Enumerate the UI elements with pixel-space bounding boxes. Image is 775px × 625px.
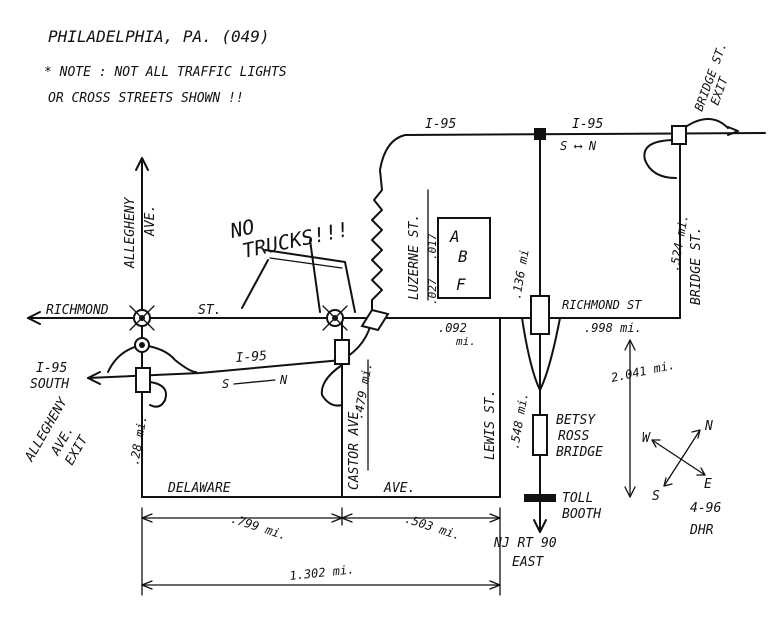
betsy-ross-label-line-2: ROSS <box>558 429 589 444</box>
compass-west: W <box>642 431 651 446</box>
note-line-2: OR CROSS STREETS SHOWN !! <box>48 91 244 106</box>
richmond-street-st-label: ST. <box>198 303 221 318</box>
overpass-marker <box>135 367 151 393</box>
delaware-avenue-ave-label: AVE. <box>383 481 415 496</box>
bridge-st-ramp-loop <box>643 139 677 179</box>
i95-label-top-left: I-95 <box>425 117 456 132</box>
allegheny-exit-loop <box>149 381 167 408</box>
overpass-marker <box>334 339 350 365</box>
distance-092: .092 <box>438 321 467 335</box>
i95-top-road <box>371 132 766 319</box>
compass-south: S <box>652 489 660 504</box>
exit-legend-box <box>437 217 491 299</box>
traffic-light-icon <box>322 305 348 331</box>
distance-524: .524 mi. <box>667 213 691 272</box>
castor-avenue-label: CASTOR AVE. <box>347 404 362 490</box>
bridge-ramp-curves <box>521 317 561 391</box>
map-author: DHR <box>689 523 714 538</box>
allegheny-avenue-label-ave: AVE. <box>143 205 158 237</box>
distance-027: .027 <box>426 278 439 305</box>
distance-479: .479 mi. <box>351 361 375 420</box>
distance-136: .136 mi <box>509 248 532 300</box>
direction-south-label: S <box>222 377 229 391</box>
bridge-street-label: BRIDGE ST. <box>689 227 704 305</box>
map-title: PHILADELPHIA, PA. (049) <box>48 27 270 46</box>
legend-letter-f: F <box>456 275 466 294</box>
distance-2041: 2.041 mi. <box>610 358 677 385</box>
legend-letter-a: A <box>449 227 460 246</box>
toll-booth-label-line-2: BOOTH <box>562 507 601 522</box>
interchange-marker <box>534 128 546 140</box>
castor-ramp-loop <box>320 364 343 407</box>
total-dimension-arrows <box>141 580 501 590</box>
bridge-dimension-arrows <box>624 339 636 498</box>
bridge-exit-arrow <box>727 126 739 136</box>
luzerne-street-label: LUZERNE ST. <box>407 214 422 300</box>
no-trucks-line-1: NO <box>227 214 257 243</box>
allegheny-north-arrow <box>135 157 149 171</box>
overpass-marker <box>360 308 390 332</box>
i95-south-label-line-2: SOUTH <box>30 377 69 392</box>
i95-label-lower: I-95 <box>235 349 267 366</box>
betsy-ross-label-line-3: BRIDGE <box>556 445 603 460</box>
distance-092-unit: mi. <box>455 335 476 348</box>
distance-017: .017 <box>426 233 439 260</box>
delaware-avenue-label: DELAWARE <box>167 481 231 496</box>
allegheny-ramp-arc <box>141 344 197 373</box>
no-trucks-line-2: TRUCKS!!! <box>240 217 351 263</box>
overpass-marker <box>671 125 687 145</box>
distance-998: .998 mi. <box>584 321 642 335</box>
compass-rose-icon <box>651 429 706 487</box>
betsy-ross-label-line-1: BETSY <box>556 413 596 428</box>
i95-south-label-line-1: I-95 <box>36 361 67 376</box>
note-line-1: * NOTE : NOT ALL TRAFFIC LIGHTS <box>44 65 287 80</box>
map-date: 4-96 <box>690 501 721 516</box>
betsy-ross-bridge-marker <box>532 414 548 456</box>
compass-north: N <box>704 419 713 434</box>
no-trucks-underline <box>269 257 343 269</box>
distance-28: .28 mi. <box>127 414 150 466</box>
nj-route-label-line-2: EAST <box>512 555 544 570</box>
distance-548: .548 mi. <box>507 391 531 450</box>
i95-label-top-right: I-95 <box>572 117 603 132</box>
richmond-street-label-right: RICHMOND ST <box>562 298 642 312</box>
delaware-dimension-arrows <box>141 513 501 523</box>
lewis-street-label: LEWIS ST. <box>483 390 498 460</box>
i95-lower-road <box>87 317 373 379</box>
i95-south-arrow <box>87 371 101 385</box>
south-north-label-top: S ⟷ N <box>560 139 597 153</box>
traffic-light-icon <box>134 337 150 353</box>
overpass-marker <box>530 295 550 335</box>
compass-east: E <box>704 477 712 492</box>
bridge-st-exit-curve <box>683 118 729 129</box>
direction-north-label: N <box>279 373 288 387</box>
distance-503: .503 mi. <box>403 512 462 543</box>
traffic-light-icon <box>129 305 155 331</box>
distance-1302: 1.302 mi. <box>289 562 355 583</box>
richmond-street-label-left: RICHMOND <box>46 303 109 318</box>
toll-booth-marker <box>524 494 556 502</box>
richmond-west-arrow <box>27 311 41 325</box>
distance-799: .799 mi. <box>229 512 288 543</box>
no-trucks-callout-lines <box>241 239 356 313</box>
nj-route-label-line-1: NJ RT 90 <box>493 536 557 551</box>
legend-letter-b: B <box>458 247 468 266</box>
direction-arrow-line <box>233 379 276 385</box>
nj-east-arrow <box>533 519 547 533</box>
toll-booth-label-line-1: TOLL <box>562 491 593 506</box>
allegheny-avenue-label: ALLEGHENY <box>123 196 138 269</box>
